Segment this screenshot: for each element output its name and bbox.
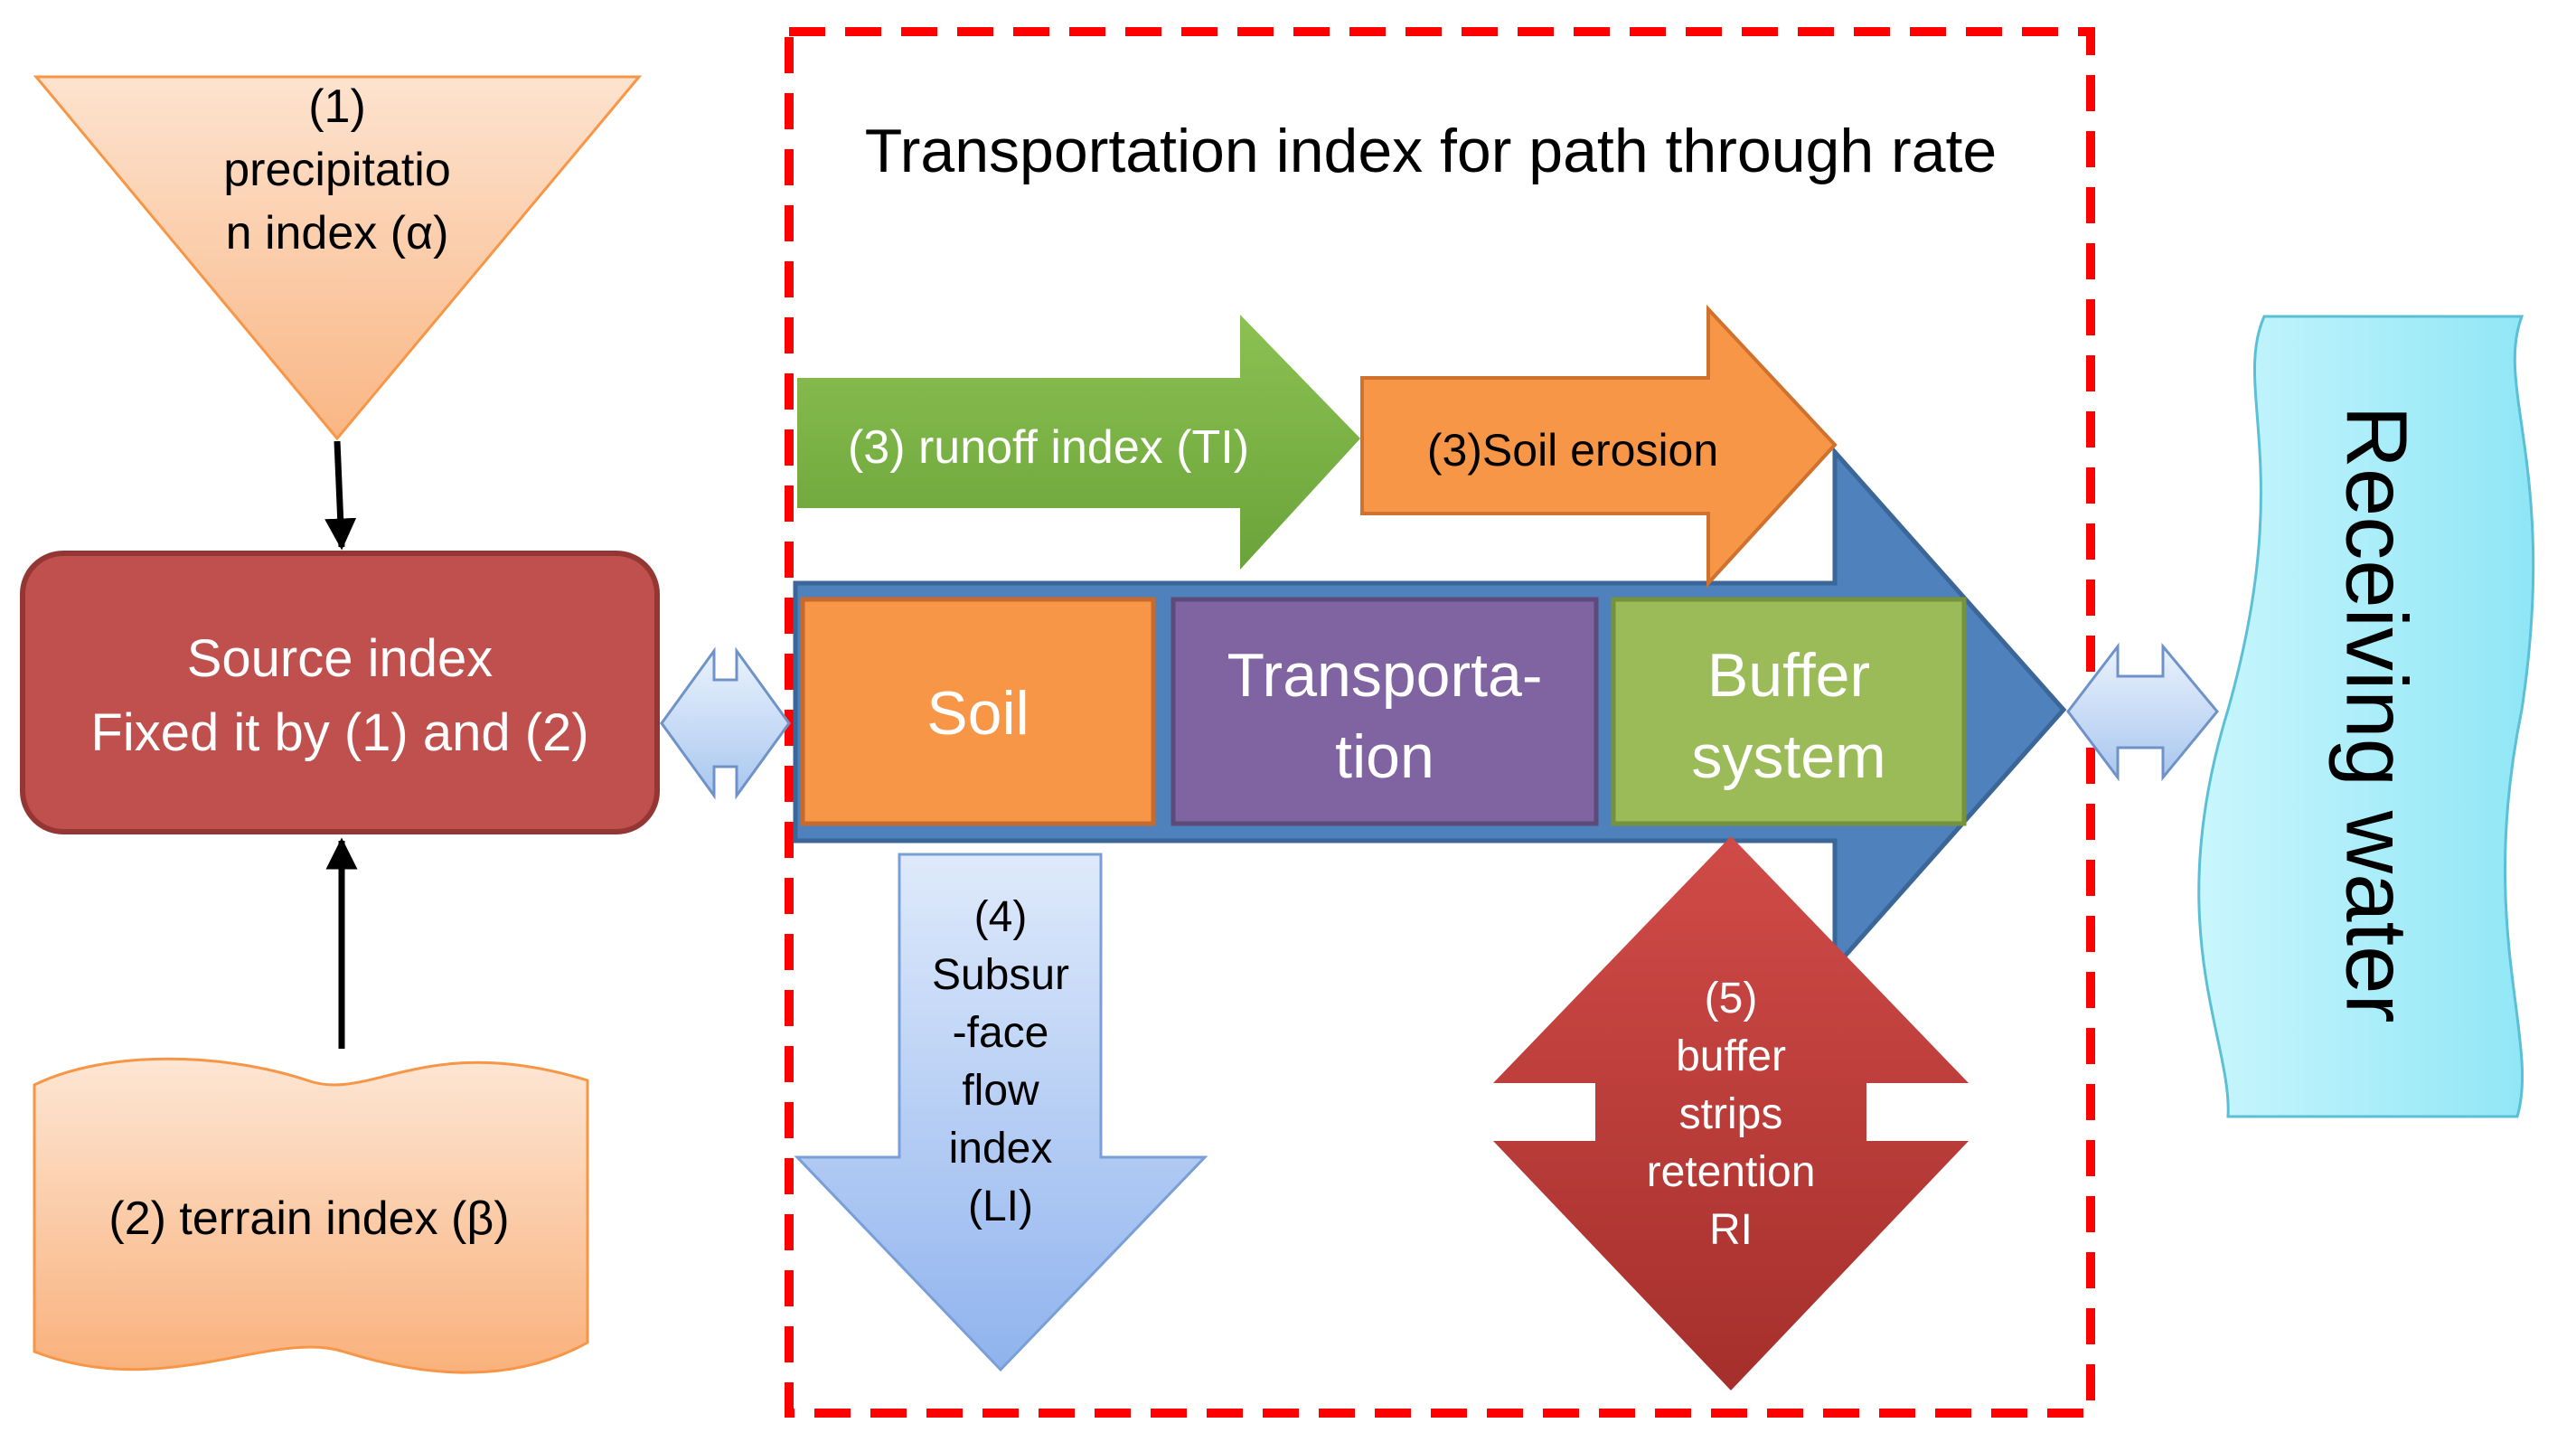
subsurface-line-5: index xyxy=(949,1125,1053,1173)
subsurface-label: (4) Subsur -face flow index (LI) xyxy=(932,893,1069,1230)
soil-erosion-label: (3)Soil erosion xyxy=(1427,425,1718,476)
subsurface-line-4: flow xyxy=(962,1067,1039,1115)
receiving-water-shape xyxy=(2197,315,2535,1118)
precipitation-line-2: precipitatio xyxy=(223,144,450,196)
transportation-line-2: tion xyxy=(1335,722,1434,791)
frame-title: Transportation index for path through ra… xyxy=(865,117,1997,185)
runoff-label: (3) runoff index (TI) xyxy=(848,421,1249,474)
buffer-system-box xyxy=(1611,597,1967,826)
buffer-strips-line-3: strips xyxy=(1679,1090,1783,1138)
subsurface-line-3: -face xyxy=(953,1009,1049,1057)
subsurface-line-2: Subsur xyxy=(932,951,1069,999)
source-index-line-2: Fixed it by (1) and (2) xyxy=(90,703,588,762)
subsurface-line-6: (LI) xyxy=(968,1183,1033,1230)
buffer-system-line-2: system xyxy=(1691,722,1885,791)
buffer-strips-label: (5) buffer strips retention RI xyxy=(1647,975,1816,1254)
arrow-precip-to-source xyxy=(324,440,357,551)
buffer-strips-line-2: buffer xyxy=(1676,1032,1786,1080)
buffer-strips-line-4: retention xyxy=(1647,1148,1816,1196)
buffer-strips-line-1: (5) xyxy=(1705,975,1758,1023)
precipitation-shape xyxy=(33,75,643,441)
buffer-system-line-1: Buffer xyxy=(1707,641,1870,710)
source-index-line-1: Source index xyxy=(187,629,494,688)
double-arrow-left xyxy=(660,646,791,800)
receiving-water-label: Receiving water xyxy=(2328,406,2425,1023)
double-arrow-right xyxy=(2066,642,2219,782)
precipitation-line-1: (1) xyxy=(308,80,366,133)
soil-box xyxy=(800,597,1156,826)
buffer-strips-arrow xyxy=(1493,836,1969,1390)
source-index-box xyxy=(20,551,660,834)
precipitation-label: (1) precipitatio n index (α) xyxy=(223,80,450,259)
buffer-strips-line-5: RI xyxy=(1709,1206,1753,1254)
subsurface-flow-arrow xyxy=(794,853,1208,1372)
terrain-label: (2) terrain index (β) xyxy=(108,1192,509,1245)
runoff-arrow xyxy=(797,315,1360,570)
transportation-line-1: Transporta- xyxy=(1227,641,1543,710)
soil-erosion-arrow xyxy=(1360,304,1838,589)
precipitation-line-3: n index (α) xyxy=(226,207,449,259)
terrain-shape xyxy=(33,1057,589,1374)
transportation-box xyxy=(1170,597,1599,826)
subsurface-line-1: (4) xyxy=(974,893,1028,941)
soil-label: Soil xyxy=(926,679,1029,748)
